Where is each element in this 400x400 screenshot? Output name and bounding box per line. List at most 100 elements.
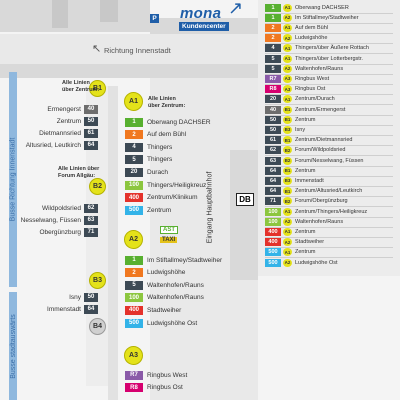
- entrance-label: Eingang Hauptbahnhof: [206, 171, 214, 244]
- stop-code: A1: [283, 248, 292, 257]
- line-badge: 64: [265, 166, 281, 175]
- stop-a1-row: 4 Thingers: [125, 142, 172, 152]
- legend-divider: [265, 53, 393, 55]
- forecourt: [0, 34, 258, 64]
- legend-destination: Zentrum: [295, 249, 316, 256]
- line-badge: 50: [265, 125, 281, 134]
- legend-destination: Zentrum: [295, 167, 316, 174]
- stop-code: A1: [283, 54, 292, 63]
- line-badge: 500: [265, 248, 281, 257]
- stop-code: B3: [283, 176, 292, 185]
- line-badge: 1: [265, 13, 281, 22]
- line-badge: 71: [84, 227, 98, 237]
- legend-destination: Thingers/über Äußere Rottach: [295, 45, 369, 52]
- legend-destination: Waltenhofen/Rauns: [295, 65, 344, 72]
- stop-b3-marker: B3: [89, 272, 106, 289]
- line-badge: 1: [125, 117, 143, 127]
- stop-destination: Waltenhofen/Rauns: [147, 281, 204, 289]
- legend-destination: Zentrum: [295, 116, 316, 123]
- legend-divider: [265, 114, 393, 116]
- legend-divider: [265, 216, 393, 218]
- line-badge: 61: [84, 128, 98, 138]
- legend-destination: Auf dem Bühl: [295, 24, 329, 31]
- road-mid: [0, 64, 258, 78]
- legend-destination: Thingers/über Lotterbergstr.: [295, 55, 363, 62]
- stop-destination: Nesselwang, Füssen: [20, 216, 81, 224]
- legend-destination: Forum/Nesselwang, Füssen: [295, 157, 364, 164]
- stop-code: A2: [283, 34, 292, 43]
- line-badge: 20: [265, 95, 281, 104]
- stop-destination: Zentrum: [56, 117, 81, 125]
- line-badge: R8: [125, 383, 143, 393]
- ast-sign: AST: [160, 226, 178, 234]
- legend-divider: [265, 63, 393, 65]
- brand-logo: mona: [180, 5, 222, 22]
- stop-code: B2: [283, 197, 292, 206]
- legend-destination: Ringbus Ost: [295, 86, 326, 93]
- stop-destination: Ludwigshöhe: [147, 269, 186, 277]
- brand-sub: Kundencenter: [179, 22, 229, 31]
- db-logo: DB: [236, 193, 254, 206]
- stop-destination: Durach: [147, 168, 168, 176]
- stop-a1-note-0: Alle Linien: [148, 96, 176, 102]
- legend-divider: [265, 186, 393, 187]
- line-badge: 62: [265, 146, 281, 155]
- legend-divider: [265, 165, 393, 167]
- line-badge: 4: [125, 142, 143, 152]
- stop-destination: Waltenhofen/Rauns: [147, 294, 204, 302]
- stop-code: B1: [283, 136, 292, 145]
- legend-divider: [265, 206, 393, 208]
- stop-destination: Obergünzburg: [39, 228, 81, 236]
- stadtauswaerts-bar: [9, 292, 17, 400]
- stop-code: A2: [283, 13, 292, 22]
- legend-destination: Forum/Wildpoldsried: [295, 147, 346, 154]
- legend-destination: Zentrum/Thingers/Heiligkreuz: [295, 208, 368, 215]
- arrow-upleft-icon: ↖: [92, 43, 102, 55]
- line-badge: 2: [265, 34, 281, 43]
- stop-destination: Thingers: [147, 143, 173, 151]
- line-badge: 500: [125, 318, 143, 328]
- stop-a1-marker: A1: [124, 92, 143, 111]
- line-badge: 64: [265, 176, 281, 185]
- legend-destination: Zentrum/Altusried/Leutkirch: [295, 188, 363, 195]
- stop-code: A2: [283, 258, 292, 267]
- stop-code: B2: [283, 156, 292, 165]
- stop-code: B3: [283, 125, 292, 134]
- stop-destination: Immenstadt: [47, 305, 81, 313]
- stop-destination: Wildpoldsried: [41, 204, 81, 212]
- stop-code: A1: [283, 3, 292, 12]
- stop-code: B1: [283, 105, 292, 114]
- legend-divider: [265, 73, 393, 75]
- line-badge: 400: [125, 305, 143, 315]
- legend-divider: [265, 135, 393, 136]
- legend-destination: Ludwigshöhe: [295, 35, 328, 42]
- line-badge: 71: [265, 197, 281, 206]
- stop-b2-note-0: Alle Linien über: [58, 166, 100, 172]
- station-building: [230, 150, 258, 280]
- legend-divider: [265, 104, 393, 106]
- legend-divider: [265, 22, 393, 24]
- legend-destination: Zentrum/Dietmannsried: [295, 137, 353, 144]
- stop-code: A3: [283, 74, 292, 83]
